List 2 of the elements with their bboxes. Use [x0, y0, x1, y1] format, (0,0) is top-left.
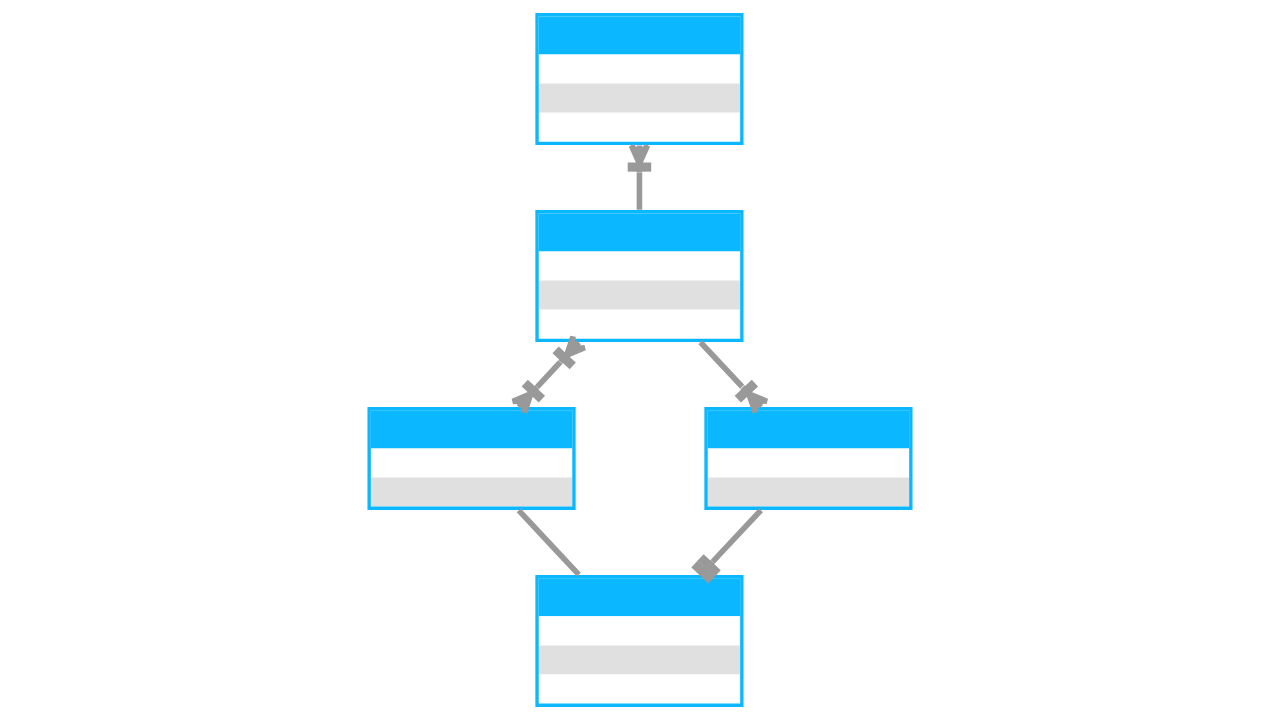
connector [516, 508, 581, 577]
connector [691, 508, 763, 584]
